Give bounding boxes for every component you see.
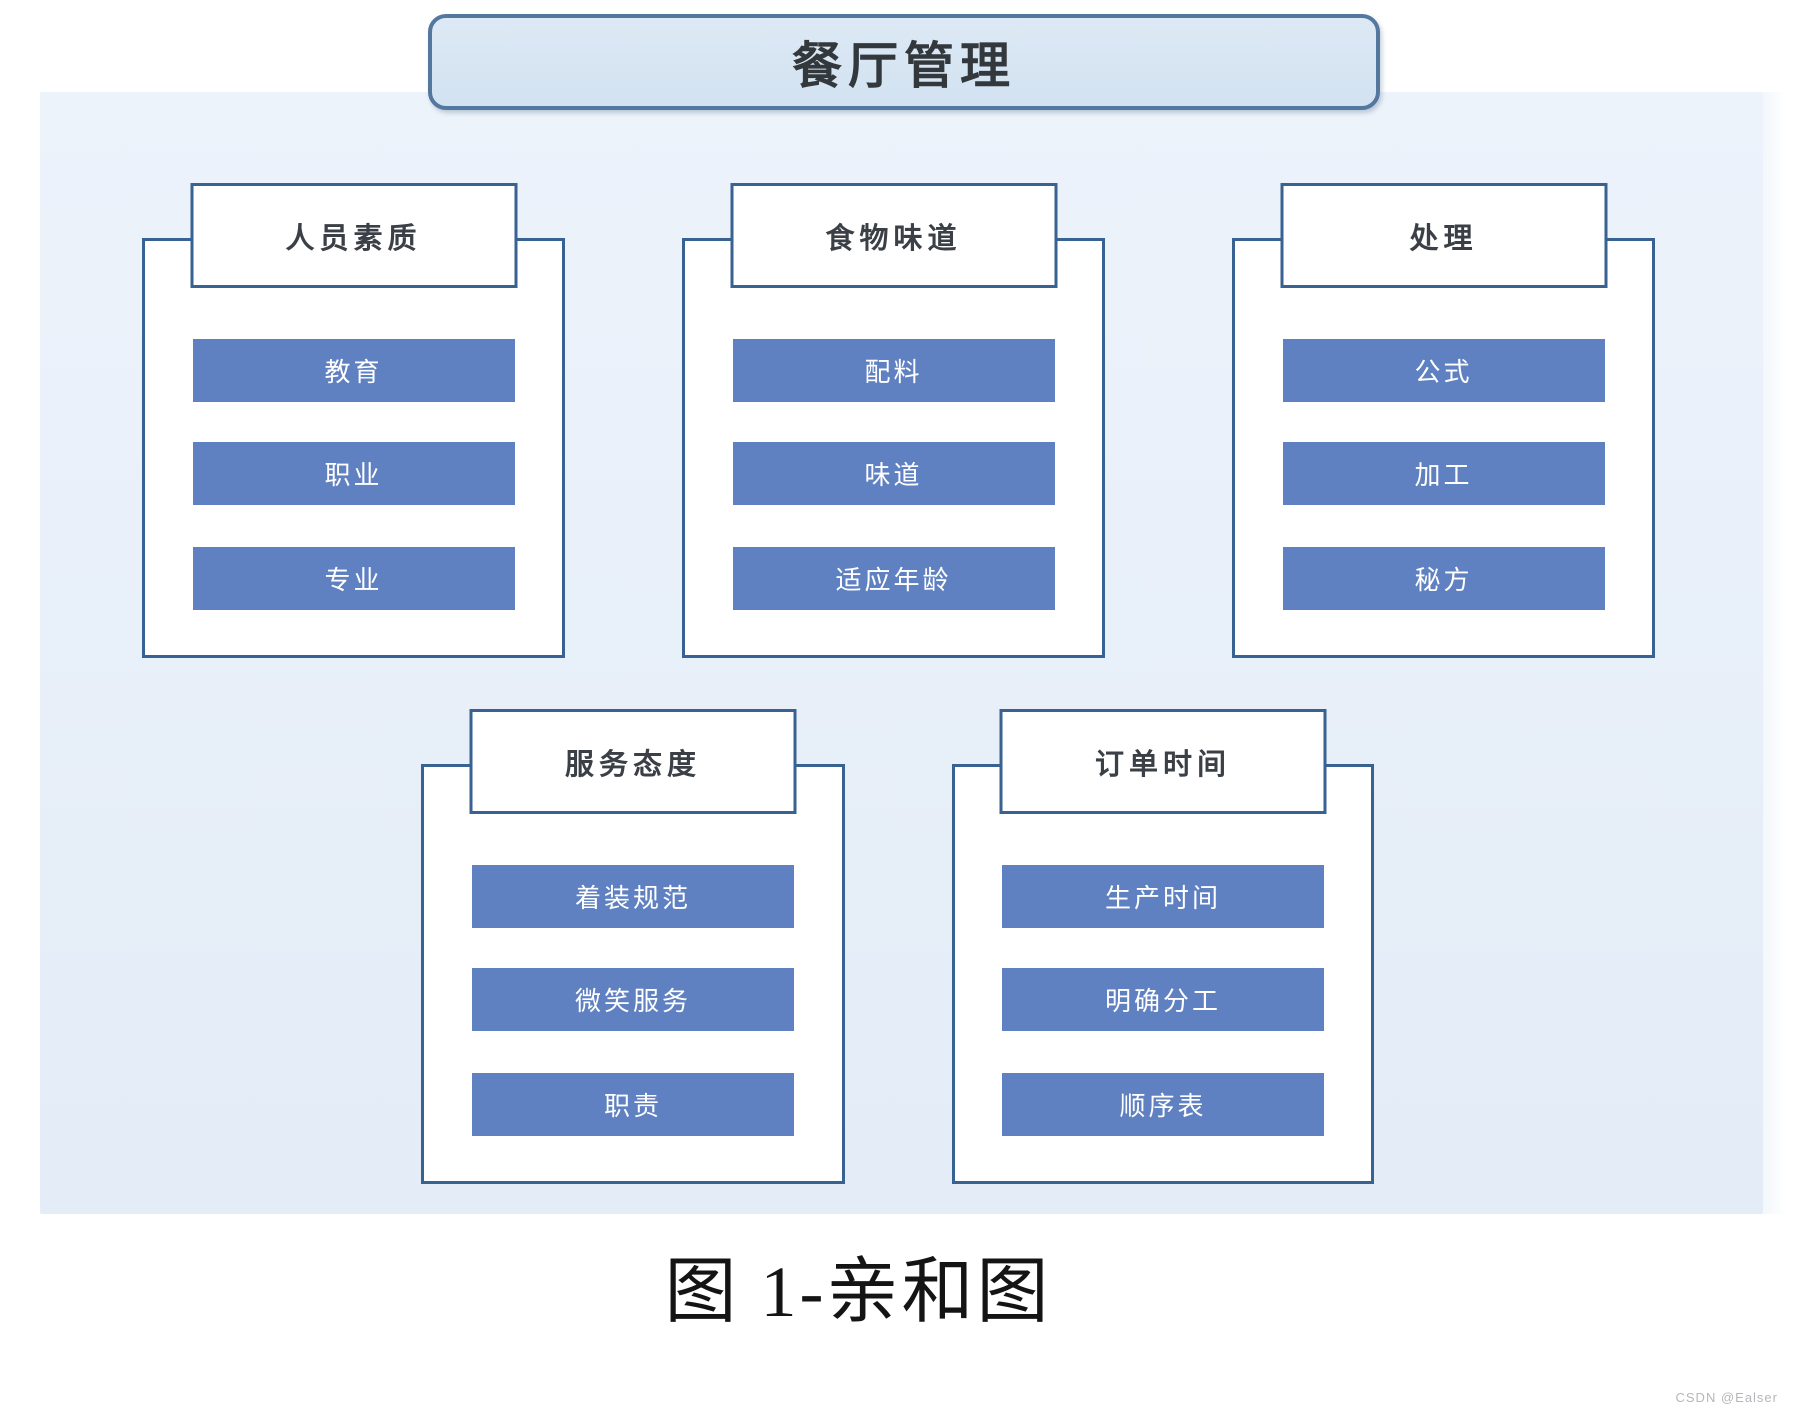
item-label: 教育 [324, 357, 383, 387]
watermark-csdn: CSDN @Ealser [1675, 1390, 1778, 1405]
item-bar: 秘方 [1282, 547, 1605, 610]
group-personnel-quality: 人员素质 教育 职业 专业 [142, 183, 565, 658]
root-node-label: 餐厅管理 [792, 38, 1016, 94]
group-header: 处理 [1280, 183, 1607, 288]
group-header: 食物味道 [730, 183, 1057, 288]
group-title: 订单时间 [1094, 748, 1231, 781]
item-label: 配料 [864, 357, 923, 387]
item-bar: 味道 [732, 442, 1055, 505]
group-title: 人员素质 [285, 222, 422, 255]
group-order-time: 订单时间 生产时间 明确分工 顺序表 [952, 709, 1374, 1184]
item-label: 着装规范 [574, 883, 691, 913]
item-bar: 公式 [1282, 339, 1605, 402]
group-food-taste: 食物味道 配料 味道 适应年龄 [682, 183, 1105, 658]
item-bar: 加工 [1282, 442, 1605, 505]
group-header: 人员素质 [190, 183, 517, 288]
item-bar: 专业 [192, 547, 515, 610]
item-label: 职责 [603, 1091, 662, 1121]
item-label: 明确分工 [1104, 986, 1221, 1016]
item-label: 加工 [1414, 460, 1473, 490]
root-node-restaurant-management: 餐厅管理 [428, 14, 1380, 110]
group-processing: 处理 公式 加工 秘方 [1232, 183, 1655, 658]
item-label: 秘方 [1414, 565, 1473, 595]
item-bar: 微笑服务 [472, 968, 794, 1031]
item-bar: 生产时间 [1002, 865, 1324, 928]
item-label: 生产时间 [1104, 883, 1221, 913]
item-label: 适应年龄 [835, 565, 952, 595]
item-bar: 职业 [192, 442, 515, 505]
group-title: 服务态度 [564, 748, 701, 781]
item-bar: 教育 [192, 339, 515, 402]
item-bar: 适应年龄 [732, 547, 1055, 610]
group-header: 订单时间 [999, 709, 1327, 814]
item-bar: 明确分工 [1002, 968, 1324, 1031]
group-title: 处理 [1409, 222, 1478, 255]
item-bar: 配料 [732, 339, 1055, 402]
item-bar: 职责 [472, 1073, 794, 1136]
figure-caption: 图 1-亲和图 [664, 1252, 1052, 1332]
item-label: 公式 [1414, 357, 1473, 387]
group-header: 服务态度 [469, 709, 797, 814]
item-label: 职业 [324, 460, 383, 490]
item-bar: 着装规范 [472, 865, 794, 928]
group-service-attitude: 服务态度 着装规范 微笑服务 职责 [421, 709, 845, 1184]
item-label: 顺序表 [1119, 1091, 1207, 1121]
item-label: 味道 [864, 460, 923, 490]
item-label: 专业 [324, 565, 383, 595]
item-label: 微笑服务 [574, 986, 691, 1016]
group-title: 食物味道 [825, 222, 962, 255]
right-edge-fade [1763, 92, 1796, 1214]
item-bar: 顺序表 [1002, 1073, 1324, 1136]
